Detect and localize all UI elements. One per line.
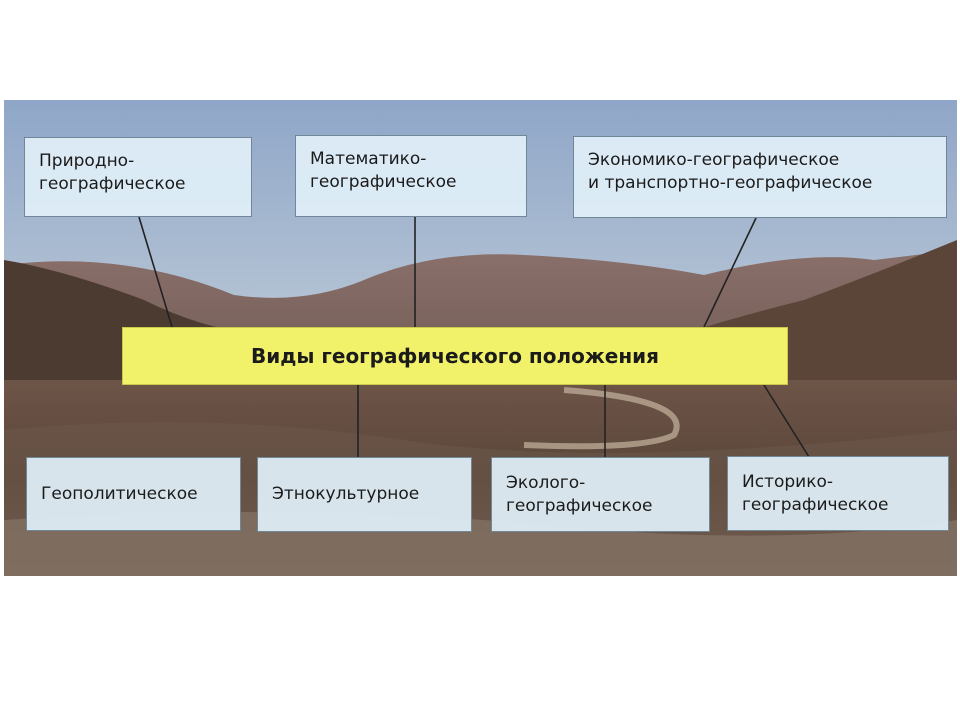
connector-historical	[763, 384, 810, 458]
box-geopolitical: Геополитическое	[26, 457, 241, 531]
box-eco-geographic-label: Эколого- географическое	[506, 472, 653, 516]
box-ethnocultural-label: Этнокультурное	[272, 484, 420, 504]
box-geopolitical-label: Геополитическое	[41, 483, 198, 504]
diagram-figure: Природно- географическое Математико- гео…	[4, 100, 957, 576]
box-natural-geographic: Природно- географическое	[24, 137, 252, 217]
box-historical-geographic-label: Историко- географическое	[742, 471, 889, 515]
box-natural-geographic-label: Природно- географическое	[39, 151, 186, 194]
box-eco-geographic: Эколого- географическое	[491, 457, 710, 532]
box-economic-transport: Экономико-географическое и транспортно-г…	[573, 136, 947, 218]
center-box-title: Виды географического положения	[122, 327, 788, 385]
box-math-geographic: Математико- географическое	[295, 135, 527, 217]
connector-natural	[138, 216, 173, 328]
box-economic-transport-label: Экономико-географическое и транспортно-г…	[588, 150, 873, 193]
box-math-geographic-label: Математико- географическое	[310, 149, 457, 192]
connector-economic	[703, 217, 757, 328]
center-title: Виды географического положения	[250, 344, 660, 368]
box-historical-geographic: Историко- географическое	[727, 456, 949, 531]
connector-lines	[138, 216, 810, 458]
box-ethnocultural: Этнокультурное	[257, 457, 472, 532]
